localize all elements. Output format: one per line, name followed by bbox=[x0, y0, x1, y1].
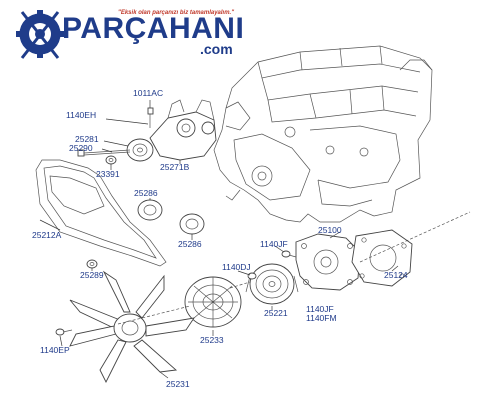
label-25124: 25124 bbox=[384, 270, 408, 280]
logo-domain-suffix: .com bbox=[200, 41, 233, 57]
label-1140EH: 1140EH bbox=[66, 110, 97, 120]
label-1140DJ: 1140DJ bbox=[222, 262, 251, 272]
logo-tagline: "Eksik olan parçanızı biz tamamlayalım." bbox=[118, 10, 235, 16]
logo-wordmark: PARÇAHANI bbox=[62, 12, 245, 45]
label-25221: 25221 bbox=[264, 308, 288, 318]
logo-gear-icon bbox=[16, 10, 64, 59]
label-25286-lower: 25286 bbox=[178, 239, 202, 249]
label-25100: 25100 bbox=[318, 225, 342, 235]
label-25281: 25281 bbox=[75, 134, 99, 144]
bolt-1140DJ bbox=[247, 272, 257, 280]
bolt-1140EP bbox=[55, 328, 73, 336]
bolt-23391 bbox=[105, 155, 117, 165]
bolt-25290 bbox=[77, 149, 131, 157]
drive-belt-25212A bbox=[35, 159, 167, 267]
idler-pulley-25281 bbox=[126, 138, 154, 162]
idler-pulley-25286-lower bbox=[179, 213, 205, 235]
label-25289: 25289 bbox=[80, 270, 104, 280]
bolt-1011AC bbox=[147, 107, 154, 128]
label-1140JF-lower: 1140JF bbox=[306, 304, 334, 314]
water-pump-25100 bbox=[295, 233, 361, 291]
label-25290: 25290 bbox=[69, 143, 93, 153]
fan-clutch-25233 bbox=[184, 276, 242, 328]
bolt-1140JF bbox=[281, 250, 297, 258]
label-23391: 23391 bbox=[96, 169, 120, 179]
label-25286-upper: 25286 bbox=[134, 188, 158, 198]
label-1011AC: 1011AC bbox=[133, 88, 164, 98]
label-1140JF-upper: 1140JF bbox=[260, 239, 288, 249]
cooling-fan-25231 bbox=[69, 270, 195, 384]
bolt-25289 bbox=[86, 259, 98, 269]
leader-lines bbox=[39, 100, 471, 379]
label-25231: 25231 bbox=[166, 379, 190, 389]
label-25212A: 25212A bbox=[32, 230, 62, 240]
label-25271B: 25271B bbox=[160, 162, 190, 172]
engine-block bbox=[213, 45, 433, 223]
idler-pulley-25286-upper bbox=[137, 199, 163, 221]
tensioner-assembly bbox=[149, 99, 217, 161]
label-1140FM: 1140FM bbox=[306, 313, 337, 323]
label-25233: 25233 bbox=[200, 335, 224, 345]
pump-pulley-25221 bbox=[245, 263, 299, 305]
gasket-25124 bbox=[351, 229, 413, 287]
label-1140EP: 1140EP bbox=[40, 345, 70, 355]
